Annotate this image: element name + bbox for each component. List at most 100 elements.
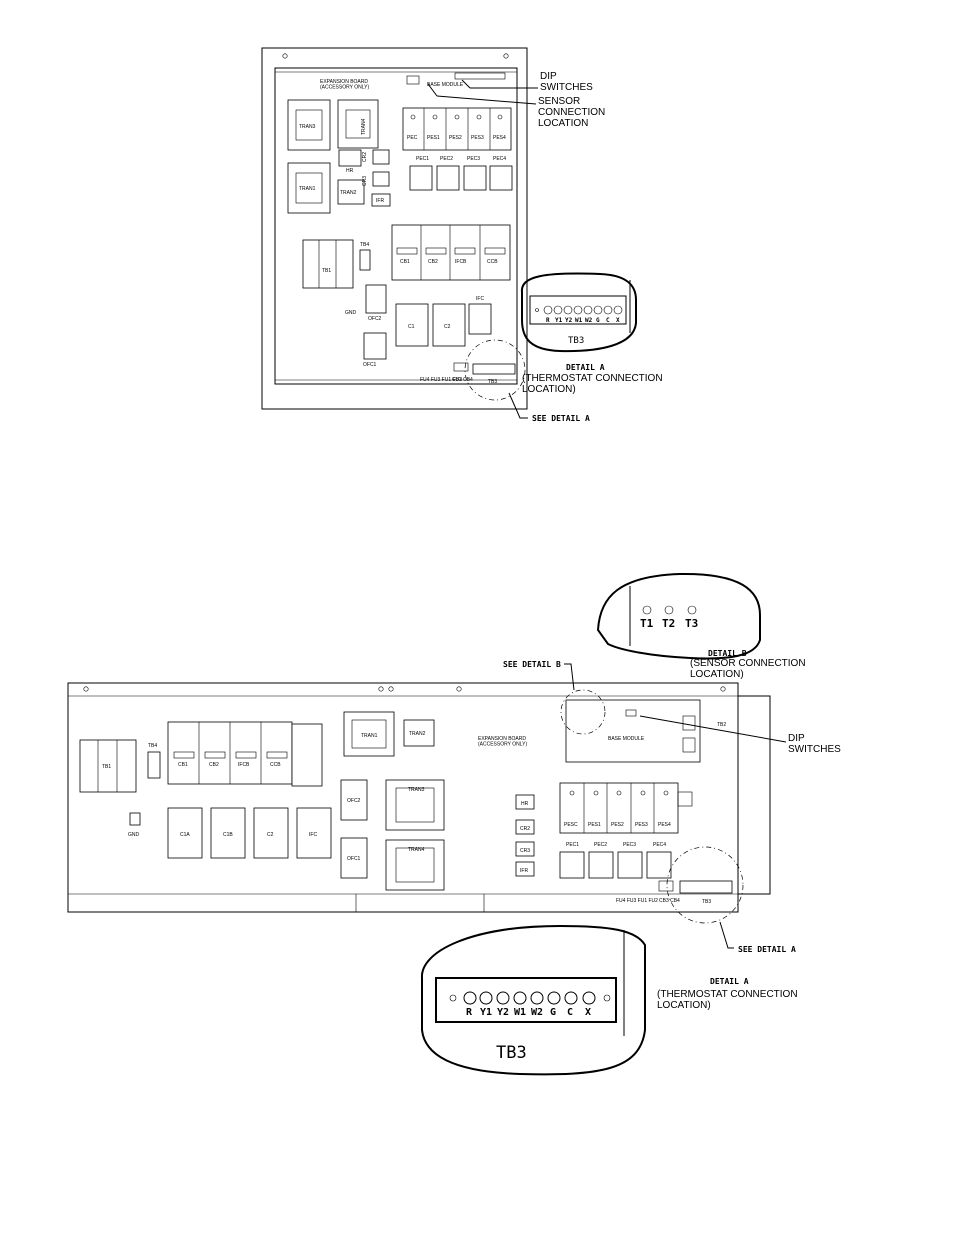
top-hr-label: HR	[346, 168, 354, 174]
bottom-detail-a-title: DETAIL A	[710, 977, 749, 986]
bottom-ofc2-label: OFC2	[347, 798, 361, 804]
top-c1-label: C1	[408, 324, 415, 330]
top-see-detail-a: SEE DETAIL A	[532, 414, 590, 423]
top-tran4-label: TRAN4	[361, 118, 367, 135]
bottom-ifcb-label: IFCB	[238, 762, 250, 768]
bottom-terminal-g: G	[550, 1007, 556, 1018]
top-pes3-label: PES3	[471, 135, 484, 141]
bottom-cr2-label: CR2	[520, 826, 530, 832]
bottom-control-panel: TB1 TB4 CB1 CB2 IFCB CCB C1A C1B C2 IFC …	[67, 682, 771, 924]
bottom-pec1-label: PEC1	[566, 842, 579, 848]
top-ifr-label: IFR	[376, 198, 384, 204]
bottom-tran4-label: TRAN4	[408, 847, 425, 853]
top-ofc2-label: OFC2	[368, 316, 382, 322]
top-terminal-x: X	[616, 317, 620, 324]
bottom-tb1-label: TB1	[102, 764, 111, 770]
top-tb4-label: TB4	[360, 242, 369, 248]
top-cr3-label: CR3	[362, 176, 368, 186]
bottom-cb2-label: CB2	[209, 762, 219, 768]
top-tb3-detail-label: TB3	[568, 336, 584, 346]
top-expansion-board-label: EXPANSION BOARD(ACCESSORY ONLY)	[320, 79, 370, 91]
top-ifcb-label: IFCB	[455, 259, 467, 265]
bottom-fuses-label: FU4 FU3 FU1 FU2	[616, 898, 658, 904]
bottom-ifc-label: IFC	[309, 832, 317, 838]
top-tran3-label: TRAN3	[299, 124, 316, 130]
top-pec4-label: PEC4	[493, 156, 506, 162]
bottom-detail-b-title: DETAIL B	[708, 649, 747, 658]
top-terminal-y2: Y2	[565, 317, 573, 324]
top-cr2-label: CR2	[362, 152, 368, 162]
bottom-terminal-w1: W1	[514, 1007, 526, 1018]
bottom-terminal-r: R	[466, 1007, 473, 1018]
bottom-cb1-label: CB1	[178, 762, 188, 768]
top-pec1-label: PEC1	[416, 156, 429, 162]
bottom-c1a-label: C1A	[180, 832, 190, 838]
top-terminal-r: R	[546, 317, 550, 324]
top-pec2-label: PEC2	[440, 156, 453, 162]
bottom-terminal-y2: Y2	[497, 1007, 509, 1018]
bottom-tran2-label: TRAN2	[409, 731, 426, 737]
bottom-c1b-label: C1B	[223, 832, 233, 838]
bottom-ifr-label: IFR	[520, 868, 528, 874]
top-c2-label: C2	[444, 324, 451, 330]
top-pes4-label: PES4	[493, 135, 506, 141]
top-cb2-label: CB2	[428, 259, 438, 265]
bottom-ofc1-label: OFC1	[347, 856, 361, 862]
top-pes1-label: PES1	[427, 135, 440, 141]
bottom-pec4-label: PEC4	[653, 842, 666, 848]
top-terminal-w1: W1	[575, 317, 583, 324]
top-terminal-y1: Y1	[555, 317, 563, 324]
top-fuses-label: FU4 FU3 FU1 FU2	[420, 377, 462, 383]
top-tb3-terminal-circles	[535, 305, 623, 315]
top-terminal-g: G	[596, 317, 600, 324]
top-cb3-label: CB3 CB4	[452, 377, 473, 383]
top-tran2-label: TRAN2	[340, 190, 357, 196]
top-base-module-label: BASE MODULE	[427, 82, 464, 88]
bottom-ccb-label: CCB	[270, 762, 281, 768]
top-terminal-w2: W2	[585, 317, 593, 324]
bottom-base-module-label: BASE MODULE	[608, 736, 645, 742]
bottom-tran1-label: TRAN1	[361, 733, 378, 739]
top-control-panel: EXPANSION BOARD(ACCESSORY ONLY) BASE MOD…	[261, 47, 528, 410]
top-ofc1-label: OFC1	[363, 362, 377, 368]
bottom-tb3-detail-label: TB3	[496, 1043, 527, 1063]
bottom-gnd-label: GND	[128, 832, 140, 838]
bottom-cb3-label: CB3 CB4	[659, 898, 680, 904]
bottom-see-detail-a: SEE DETAIL A	[738, 945, 796, 954]
bottom-sensor-t2: T2	[662, 617, 675, 630]
bottom-terminal-x: X	[585, 1007, 591, 1018]
bottom-cr3-label: CR3	[520, 848, 530, 854]
bottom-tb4-label: TB4	[148, 743, 157, 749]
top-detail-a: R Y1 Y2 W1 W2 G C X TB3 DETAIL A (THERMO…	[520, 272, 663, 395]
top-tran1-label: TRAN1	[299, 186, 316, 192]
top-detail-a-title: DETAIL A	[566, 363, 605, 372]
bottom-tran3-label: TRAN3	[408, 787, 425, 793]
bottom-terminal-y1: Y1	[480, 1007, 492, 1018]
top-tb3-label: TB3	[488, 379, 497, 385]
top-terminal-c: C	[606, 317, 610, 324]
bottom-pesc-label: PESC	[564, 822, 578, 828]
bottom-terminal-c: C	[567, 1007, 573, 1018]
top-ifc-label: IFC	[476, 296, 484, 302]
bottom-c2-label: C2	[267, 832, 274, 838]
bottom-sensor-t1: T1	[640, 617, 654, 630]
bottom-pec2-label: PEC2	[594, 842, 607, 848]
top-cb1-label: CB1	[400, 259, 410, 265]
bottom-hr-label: HR	[521, 801, 529, 807]
top-gnd-label: GND	[345, 310, 357, 316]
bottom-tb3-label: TB3	[702, 899, 711, 905]
bottom-detail-a: R Y1 Y2 W1 W2 G C X TB3 DETAIL A (THERMO…	[420, 924, 798, 1076]
bottom-tb2-label: TB2	[717, 722, 726, 728]
bottom-pes1-label: PES1	[588, 822, 601, 828]
bottom-pes4-label: PES4	[658, 822, 671, 828]
top-pec3-label: PEC3	[467, 156, 480, 162]
bottom-expansion-board-label: EXPANSION BOARD(ACCESSORY ONLY)	[478, 736, 528, 748]
